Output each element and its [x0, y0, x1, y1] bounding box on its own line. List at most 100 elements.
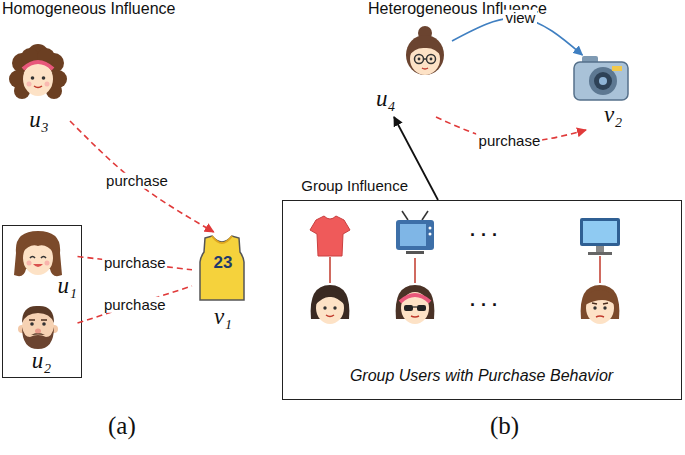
- user-avatar: [34, 86, 42, 88]
- user-avatar: [30, 257, 46, 259]
- jersey-icon: [212, 236, 232, 243]
- panel-title: Heterogeneous Influence: [368, 0, 547, 18]
- user-avatar: [404, 305, 413, 311]
- user-avatar: [22, 238, 54, 253]
- user-avatar: [23, 62, 53, 69]
- node-symbol: v₂: [604, 102, 634, 127]
- user-avatar: [45, 82, 50, 87]
- item-node: v₂: [568, 55, 640, 130]
- camera-icon: [599, 77, 607, 85]
- tv-icon: [396, 211, 434, 254]
- user-avatar: [424, 58, 427, 60]
- user-avatar: [418, 58, 421, 61]
- user-avatar: [326, 315, 334, 317]
- user-avatar: [14, 231, 62, 276]
- edge-label: purchase: [477, 133, 543, 150]
- monitor-icon: [580, 218, 620, 255]
- monitor-icon: [588, 252, 612, 255]
- user-avatar: [413, 306, 417, 307]
- edge-label: purchase: [102, 255, 168, 272]
- node-symbol: u₂: [6, 348, 78, 373]
- user-node: u₁: [6, 229, 78, 299]
- edge-label: Group Influence: [299, 177, 410, 194]
- user-avatar: [406, 35, 444, 75]
- user-avatar: [14, 231, 62, 276]
- user-avatar: [406, 26, 444, 75]
- camera-icon: [594, 72, 612, 90]
- user-avatar: [45, 261, 50, 266]
- user-avatar: [9, 44, 67, 99]
- node-symbol: v₁: [192, 304, 254, 329]
- connector-arrow: [78, 286, 193, 323]
- user-node: u₃: [8, 45, 70, 140]
- user-avatar: [400, 295, 430, 302]
- user-avatar: [593, 306, 596, 309]
- monitor-icon: [580, 218, 620, 246]
- user-avatar: [30, 322, 34, 326]
- camera-icon: [574, 56, 628, 100]
- connector-arrow: [70, 121, 214, 232]
- panel-label: (b): [490, 412, 519, 440]
- purchase-link: [329, 257, 331, 283]
- tv-icon: [396, 220, 434, 250]
- user-avatar: [42, 76, 46, 80]
- user-avatar: [22, 306, 54, 323]
- user-avatar: [427, 55, 436, 64]
- connector-arrow: [452, 18, 582, 55]
- panel-label: (a): [108, 412, 136, 440]
- purchase-link: [414, 258, 416, 283]
- user-avatar: [603, 306, 606, 309]
- group-caption: Group Users with Purchase Behavior: [283, 367, 680, 385]
- user-avatar: [401, 292, 429, 324]
- monitor-icon: [596, 246, 604, 252]
- user-avatar: [18, 306, 58, 349]
- user-avatar: [596, 316, 604, 317]
- user-avatar: [23, 62, 53, 96]
- jersey-number: 23: [192, 254, 254, 273]
- connector-arrow: [78, 257, 193, 270]
- tv-icon: [406, 251, 424, 254]
- user-avatar: [408, 40, 442, 57]
- edge-label: purchase: [102, 296, 168, 313]
- monitor-icon: [583, 221, 617, 243]
- panel-title: Homogeneous Influence: [2, 0, 175, 18]
- user-avatar: [592, 303, 608, 304]
- user-avatar: [422, 68, 428, 69]
- user-avatar: [42, 322, 46, 326]
- user-node: u₂: [6, 302, 78, 374]
- user-avatar: [27, 261, 32, 266]
- shirt-icon: [310, 216, 350, 256]
- node-symbol: u₃: [8, 107, 70, 132]
- node-symbol: u₄: [376, 86, 406, 111]
- tv-icon: [402, 211, 408, 220]
- edge-label: purchase: [104, 173, 170, 190]
- user-avatar: [27, 82, 32, 87]
- item-node: 23 v₁: [192, 232, 254, 340]
- user-avatar: [430, 58, 433, 61]
- user-avatar: [417, 305, 426, 311]
- user-avatar: [415, 55, 424, 64]
- ellipsis: · · ·: [470, 226, 498, 246]
- connector-arrow: [436, 117, 586, 142]
- camera-icon: [612, 66, 622, 71]
- connector-arrow: [394, 117, 438, 200]
- group-box: u₁ u₂: [2, 225, 82, 378]
- user-avatar: [315, 290, 345, 305]
- user-avatar: [333, 306, 336, 309]
- tv-icon: [429, 233, 432, 236]
- ellipsis: · · ·: [470, 296, 498, 316]
- camera-icon: [574, 62, 628, 100]
- user-avatar: [31, 76, 35, 80]
- user-avatar: [33, 264, 43, 267]
- user-avatar: [9, 44, 67, 99]
- user-avatar: [585, 290, 615, 305]
- user-node: u₄: [372, 22, 452, 117]
- user-avatar: [581, 285, 620, 324]
- purchase-link: [330, 256, 600, 283]
- tv-icon: [400, 224, 426, 246]
- node-symbol: u₁: [58, 273, 78, 298]
- user-avatar: [311, 285, 350, 324]
